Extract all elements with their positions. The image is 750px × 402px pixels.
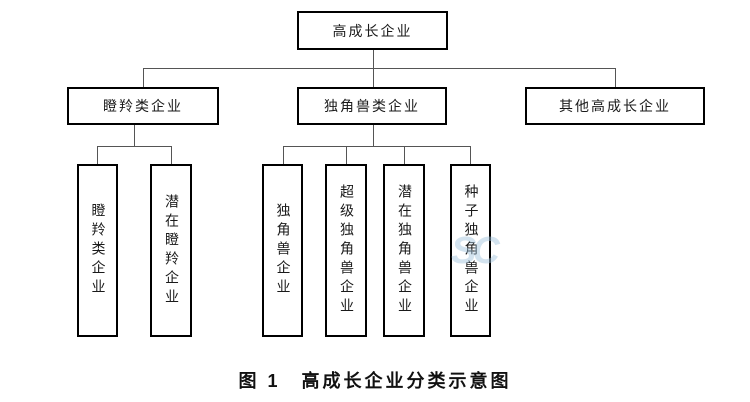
- node-leaf-potential-unicorn: 潜在独角兽企业: [383, 164, 425, 337]
- connector-branch2-stub: [373, 125, 374, 146]
- node-branch-unicorn-label: 独角兽类企业: [324, 99, 420, 115]
- node-branch-other: 其他高成长企业: [525, 87, 705, 125]
- node-leaf-seed-unicorn: 种子独角兽企业: [450, 164, 491, 337]
- connector-drop-leaf-a1: [97, 146, 98, 164]
- node-leaf-potential-gazelle-label: 潜在瞪羚企业: [163, 193, 179, 308]
- node-branch-unicorn: 独角兽类企业: [297, 87, 447, 125]
- node-root-label: 高成长企业: [332, 23, 413, 40]
- node-leaf-super-unicorn-label: 超级独角兽企业: [338, 184, 354, 317]
- node-leaf-seed-unicorn-label: 种子独角兽企业: [462, 184, 479, 317]
- connector-drop-branch3: [615, 68, 616, 87]
- node-leaf-super-unicorn: 超级独角兽企业: [325, 164, 367, 337]
- connector-branch2-horizontal: [283, 146, 471, 147]
- connector-drop-branch1: [143, 68, 144, 87]
- connector-branch1-stub: [134, 125, 135, 146]
- node-branch-gazelle-label: 瞪羚类企业: [103, 99, 183, 115]
- node-leaf-gazelle: 瞪羚类企业: [77, 164, 118, 337]
- connector-level1-horizontal: [143, 68, 616, 69]
- connector-drop-leaf-b2: [346, 146, 347, 164]
- connector-branch1-horizontal: [97, 146, 172, 147]
- connector-drop-leaf-b3: [404, 146, 405, 164]
- node-leaf-potential-unicorn-label: 潜在独角兽企业: [396, 184, 412, 317]
- connector-root-stub: [373, 50, 374, 68]
- node-branch-gazelle: 瞪羚类企业: [67, 87, 219, 125]
- node-leaf-unicorn: 独角兽企业: [262, 164, 303, 337]
- connector-drop-leaf-b4: [470, 146, 471, 164]
- connector-drop-leaf-b1: [283, 146, 284, 164]
- connector-drop-leaf-a2: [171, 146, 172, 164]
- node-leaf-potential-gazelle: 潜在瞪羚企业: [150, 164, 192, 337]
- figure-caption: 图 1 高成长企业分类示意图: [238, 371, 512, 391]
- node-branch-other-label: 其他高成长企业: [559, 99, 671, 115]
- connector-drop-branch2: [373, 68, 374, 87]
- node-leaf-unicorn-label: 独角兽企业: [274, 203, 291, 298]
- node-leaf-gazelle-label: 瞪羚类企业: [89, 203, 106, 298]
- node-root: 高成长企业: [297, 11, 448, 50]
